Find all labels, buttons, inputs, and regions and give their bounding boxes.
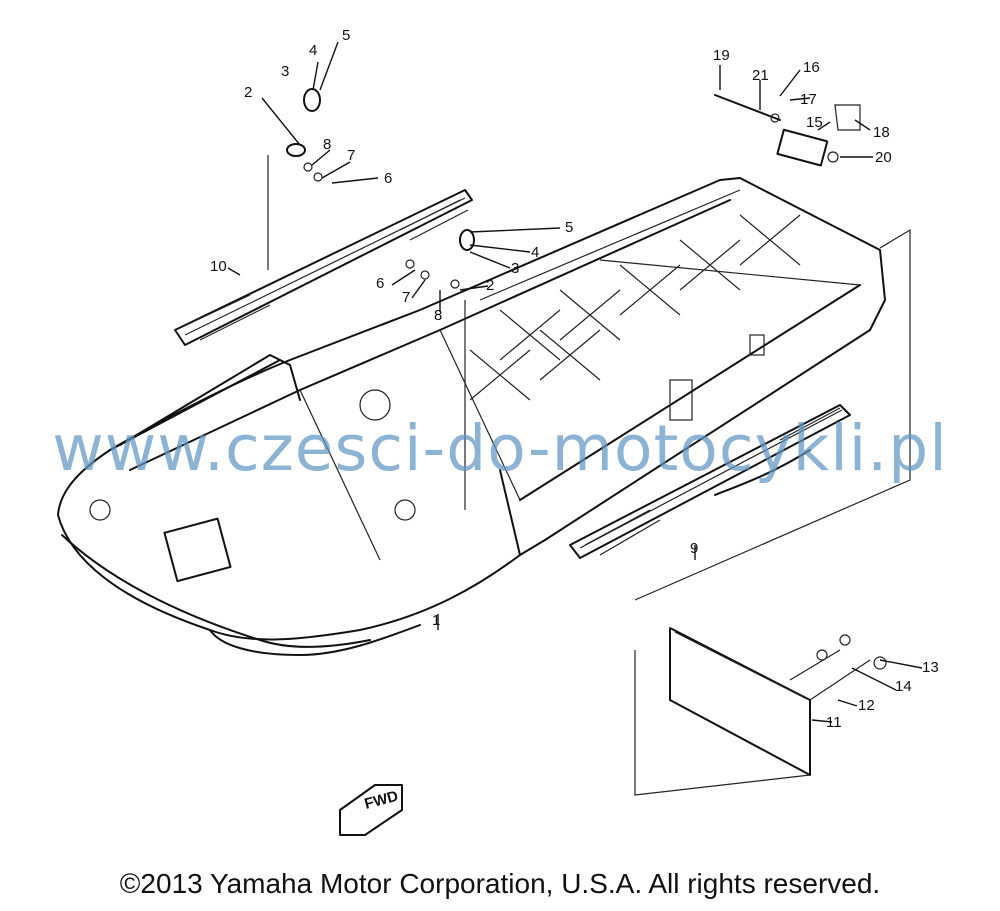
callout-4b: 4 <box>531 244 539 261</box>
callout-2b: 2 <box>486 277 494 294</box>
callout-3: 3 <box>281 63 289 80</box>
callout-20: 20 <box>875 149 892 166</box>
callout-8: 8 <box>323 136 331 153</box>
rear-bumper <box>714 94 861 167</box>
assembly-lines <box>267 155 911 796</box>
callout-13: 13 <box>922 659 939 676</box>
callout-3b: 3 <box>511 260 519 277</box>
callout-15: 15 <box>806 114 823 131</box>
callout-18: 18 <box>873 124 890 141</box>
brackets <box>286 88 475 289</box>
copyright-notice: ©2013 Yamaha Motor Corporation, U.S.A. A… <box>119 868 881 899</box>
callout-16: 16 <box>803 59 820 76</box>
callout-labels: 1 2 3 4 5 6 7 8 10 11 12 13 14 15 16 17 … <box>210 27 939 731</box>
chassis-frame <box>57 177 886 656</box>
footrest-left <box>174 189 473 346</box>
callout-19: 19 <box>713 47 730 64</box>
fwd-label: FWD <box>363 788 401 813</box>
callout-21: 21 <box>752 67 769 84</box>
callout-2: 2 <box>244 84 252 101</box>
footrest-right <box>569 404 851 559</box>
callout-5b: 5 <box>565 219 573 236</box>
callout-6: 6 <box>384 170 392 187</box>
callout-14: 14 <box>895 678 912 695</box>
callout-8b: 8 <box>434 307 442 324</box>
callout-10: 10 <box>210 258 227 275</box>
callout-12: 12 <box>858 697 875 714</box>
callout-4: 4 <box>309 42 317 59</box>
fwd-tag: FWD <box>339 784 403 836</box>
callout-1: 1 <box>432 612 440 629</box>
callout-17: 17 <box>800 91 817 108</box>
callout-leads <box>227 41 923 723</box>
callout-11: 11 <box>826 714 842 731</box>
lower-panel <box>669 627 887 776</box>
callout-7: 7 <box>347 147 355 164</box>
callout-9: 9 <box>690 540 698 557</box>
callout-5: 5 <box>342 27 350 44</box>
callout-7b: 7 <box>402 289 410 306</box>
callout-6b: 6 <box>376 275 384 292</box>
